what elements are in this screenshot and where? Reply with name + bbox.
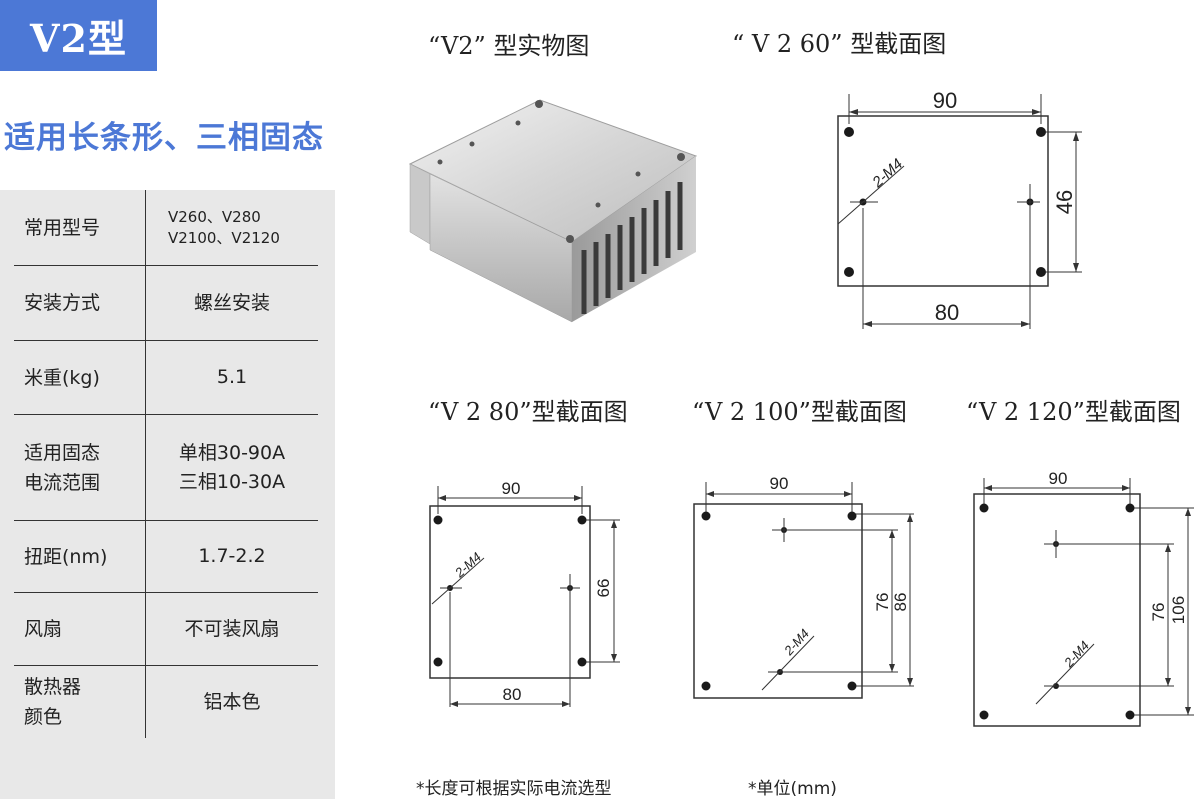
- spec-value: 不可装风扇: [145, 593, 318, 665]
- spec-label: 适用固态 电流范围: [24, 441, 101, 494]
- v2100-height-label: 86: [891, 593, 910, 612]
- v280-hole-dim-label: 80: [503, 685, 522, 704]
- spec-table: 常用型号 V260、V280 V2100、V2120 安装方式 螺丝安装 米重(…: [14, 190, 318, 738]
- v280-height-label: 66: [594, 579, 613, 598]
- spec-value: 单相30-90A 三相10-30A: [145, 415, 318, 520]
- spec-value: 螺丝安装: [145, 266, 318, 340]
- spec-value: V260、V280 V2100、V2120: [145, 190, 318, 265]
- v260-height-label: 46: [1052, 190, 1077, 214]
- spec-label: 扭距(nm): [24, 545, 108, 568]
- spec-row-color: 散热器 颜色 铝本色: [14, 666, 318, 738]
- v2120-caption: “V 2 120”型截面图: [966, 398, 1181, 426]
- v260-cross-section: 90 80 46 2-M4: [837, 88, 1082, 329]
- v2100-width-label: 90: [770, 474, 789, 493]
- unit-note: *单位(mm): [748, 779, 837, 799]
- v2120-cross-section: 90 76 106 2-M4: [973, 469, 1194, 727]
- v2120-hole-label: 2-M4: [1060, 638, 1092, 671]
- spec-panel: 常用型号 V260、V280 V2100、V2120 安装方式 螺丝安装 米重(…: [0, 190, 335, 799]
- v260-caption: “ V 2 60” 型截面图: [732, 30, 947, 58]
- v2100-cross-section: 90 76 86 2-M4: [693, 474, 914, 699]
- v280-hole-label: 2-M4: [451, 549, 484, 581]
- spec-row-current-range: 适用固态 电流范围 单相30-90A 三相10-30A: [14, 415, 318, 521]
- v2100-caption: “V 2 100”型截面图: [692, 398, 907, 426]
- spec-label: 米重(kg): [24, 366, 100, 389]
- length-note: *长度可根据实际电流选型: [416, 779, 612, 799]
- v2100-inner-height-label: 76: [873, 593, 892, 612]
- v260-width-label: 90: [933, 88, 957, 113]
- spec-label: 安装方式: [24, 292, 101, 314]
- spec-value: 铝本色: [145, 666, 318, 738]
- v280-cross-section: 90 80 66 2-M4: [429, 479, 620, 707]
- v2120-inner-height-label: 76: [1149, 603, 1168, 622]
- spec-label: 散热器 颜色: [24, 676, 82, 728]
- spec-value: 1.7-2.2: [145, 521, 318, 592]
- spec-row-weight: 米重(kg) 5.1: [14, 341, 318, 415]
- v2120-width-label: 90: [1049, 469, 1068, 488]
- spec-row-fan: 风扇 不可装风扇: [14, 593, 318, 666]
- v260-hole-dim-label: 80: [935, 300, 959, 325]
- spec-row-models: 常用型号 V260、V280 V2100、V2120: [14, 190, 318, 266]
- spec-row-torque: 扭距(nm) 1.7-2.2: [14, 521, 318, 593]
- v260-hole-label: 2-M4: [869, 155, 907, 191]
- v2120-height-label: 106: [1169, 596, 1188, 624]
- spec-label: 常用型号: [24, 216, 101, 239]
- v280-width-label: 90: [502, 479, 521, 498]
- spec-label: 风扇: [24, 618, 63, 640]
- model-badge: V2型: [0, 0, 157, 71]
- v280-caption: “V 2 80”型截面图: [428, 398, 628, 426]
- subtitle: 适用长条形、三相固态: [4, 120, 324, 156]
- photo-caption: “V2” 型实物图: [428, 32, 590, 60]
- spec-row-mounting: 安装方式 螺丝安装: [14, 266, 318, 341]
- spec-value: 5.1: [145, 341, 318, 414]
- heatsink-photo: [408, 99, 698, 323]
